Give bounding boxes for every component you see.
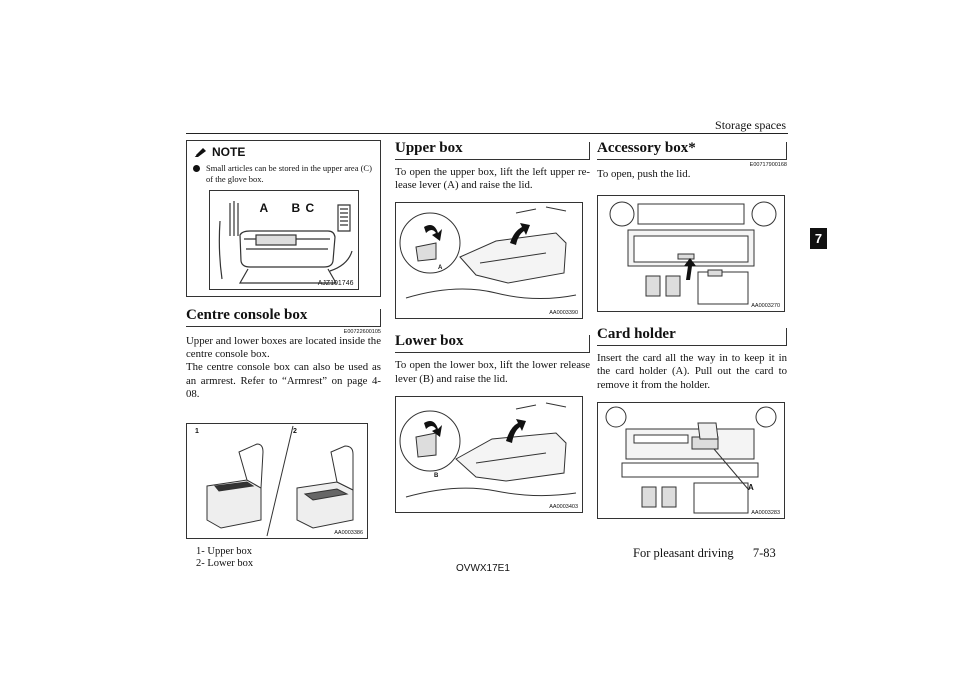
column-right: Accessory box* E00717900168 To open, pus… — [597, 140, 787, 519]
section-code: E00722600105 — [343, 329, 381, 335]
centre-text-2: The centre console box can also be used … — [186, 361, 381, 400]
page-number: 7-83 — [752, 546, 776, 560]
lower-box-figure: B AA0003403 — [395, 395, 583, 513]
card-holder-figure: A AA0003283 — [597, 401, 785, 519]
card-holder-illustration — [605, 406, 777, 514]
glove-box-illustration — [209, 191, 358, 289]
heading-centre-console-box: Centre console box — [186, 307, 381, 327]
lower-text: To open the lower box, lift the lower re… — [395, 359, 590, 385]
heading-card-holder: Card holder — [597, 326, 787, 347]
console-box-illustration — [206, 425, 354, 537]
note-label: NOTE — [212, 145, 246, 159]
footer-section-name: For pleasant driving — [633, 546, 734, 560]
upper-text: To open the upper box, lift the left upp… — [395, 166, 590, 192]
note-header: NOTE — [193, 145, 374, 159]
glove-box-figure: A B C AJZ101746 — [208, 190, 359, 290]
legend-item: 1- Upper box — [196, 546, 252, 558]
label-2: 2 — [293, 428, 297, 436]
note-text: Small articles can be stored in the uppe… — [206, 163, 372, 184]
note-box: NOTE Small articles can be stored in the… — [186, 140, 381, 297]
section-title: Storage spaces — [715, 118, 786, 132]
header-rule — [186, 133, 788, 134]
label-1: 1 — [195, 428, 199, 436]
figure-code: AA0003403 — [549, 503, 578, 510]
chapter-tab: 7 — [810, 228, 827, 249]
heading-lower-box: Lower box — [395, 333, 590, 354]
accessory-text: To open, push the lid. — [597, 168, 691, 180]
upper-box-illustration — [399, 206, 577, 300]
label-c: C — [305, 201, 315, 215]
label-b: B — [291, 201, 301, 215]
centre-text-1: Upper and lower boxes are located inside… — [186, 335, 381, 361]
note-pen-icon — [193, 148, 206, 158]
figure-code: AA0003386 — [334, 530, 363, 537]
figure-code: AA0003270 — [751, 303, 780, 310]
upper-box-figure: A AA0003390 — [395, 202, 583, 320]
label-a: A — [748, 482, 754, 492]
accessory-box-illustration — [609, 201, 777, 305]
document-code: OVWX17E1 — [456, 563, 510, 574]
heading-upper-box: Upper box — [395, 140, 590, 160]
figure-code: AA0003283 — [751, 509, 780, 516]
label-a: A — [438, 265, 443, 272]
column-middle: Upper box To open the upper box, lift th… — [395, 140, 590, 513]
note-item: Small articles can be stored in the uppe… — [193, 163, 374, 184]
lower-box-illustration — [399, 402, 577, 498]
section-code: E00717900168 — [749, 162, 787, 168]
label-b: B — [434, 472, 439, 479]
bullet-icon — [193, 165, 200, 172]
legend-item: 2- Lower box — [196, 558, 254, 570]
figure-code: AA0003390 — [549, 310, 578, 317]
label-a: A — [259, 201, 269, 215]
heading-accessory-box: Accessory box* — [597, 140, 787, 160]
accessory-box-figure: AA0003270 — [597, 195, 785, 313]
column-left: NOTE Small articles can be stored in the… — [186, 140, 381, 570]
figure-code: AJZ101746 — [317, 280, 354, 287]
footer-section: For pleasant driving 7-83 — [633, 546, 776, 561]
figure-legend: 1- Upper box 2- Lower box — [196, 546, 381, 570]
console-box-figure: 1 2 AA0003386 — [186, 423, 368, 540]
card-text: Insert the card all the way in to keep i… — [597, 352, 787, 391]
